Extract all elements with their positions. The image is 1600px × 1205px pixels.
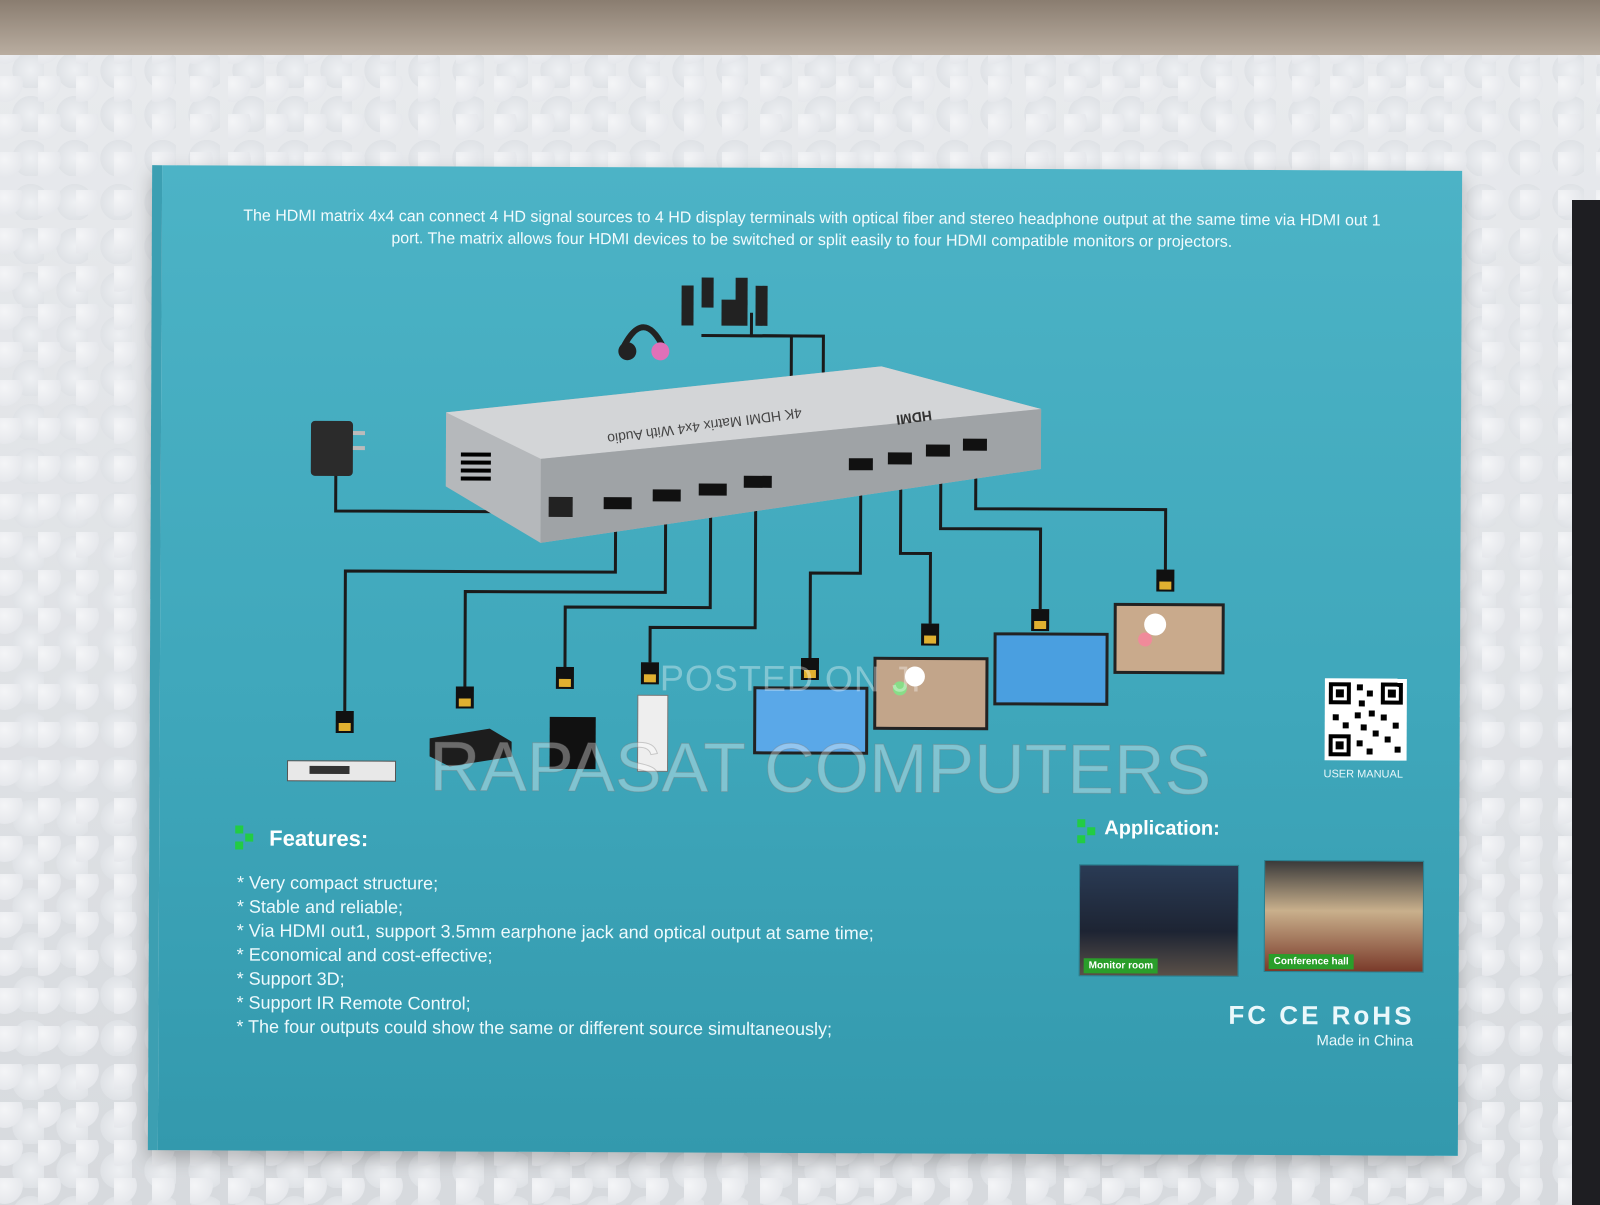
seller-watermark: RAPASAT COMPUTERS xyxy=(429,727,1212,809)
hdmi-logo: HDMI xyxy=(895,408,933,429)
qr-caption: USER MANUAL xyxy=(1323,768,1404,781)
right-edge-background xyxy=(1572,200,1600,1205)
connection-diagram: HDMI 4K HDMI Matrix 4x4 With Audio xyxy=(235,277,1225,850)
cables xyxy=(334,312,1168,711)
power-adapter-icon xyxy=(310,420,365,477)
feature-item: * Stable and reliable; xyxy=(236,896,404,918)
speaker-system-icon xyxy=(681,277,768,326)
source-devices xyxy=(286,694,669,782)
feature-item: * Very compact structure; xyxy=(236,872,439,894)
qr-code-icon xyxy=(1324,678,1407,761)
monitor-room-label: Monitor room xyxy=(1083,958,1159,974)
headphones-icon xyxy=(618,324,670,361)
feature-list: * Very compact structure; * Stable and r… xyxy=(236,871,874,1042)
made-in-label: Made in China xyxy=(1316,1032,1414,1050)
feature-item: * The four outputs could show the same o… xyxy=(236,1016,833,1040)
posted-watermark: POSTED ON JI xyxy=(659,657,923,700)
conference-hall-photo: Conference hall xyxy=(1263,860,1425,973)
application-bullet-icon xyxy=(1077,819,1096,844)
feature-item: * Support 3D; xyxy=(236,968,345,989)
feature-item: * Support IR Remote Control; xyxy=(236,992,471,1014)
conference-hall-label: Conference hall xyxy=(1268,954,1354,970)
features-title: Features: xyxy=(269,825,369,852)
top-background xyxy=(0,0,1600,55)
application-title: Application: xyxy=(1104,817,1220,840)
product-box: The HDMI matrix 4x4 can connect 4 HD sig… xyxy=(147,165,1463,1156)
features-bullet-icon xyxy=(235,825,254,850)
display-screens xyxy=(753,602,1225,755)
certification-marks: FC CE RoHS xyxy=(1228,999,1415,1031)
monitor-room-photo: Monitor room xyxy=(1078,864,1240,977)
hdmi-matrix-device: HDMI 4K HDMI Matrix 4x4 With Audio xyxy=(445,366,1042,543)
feature-item: * Economical and cost-effective; xyxy=(236,944,493,966)
feature-item: * Via HDMI out1, support 3.5mm earphone … xyxy=(236,920,874,944)
